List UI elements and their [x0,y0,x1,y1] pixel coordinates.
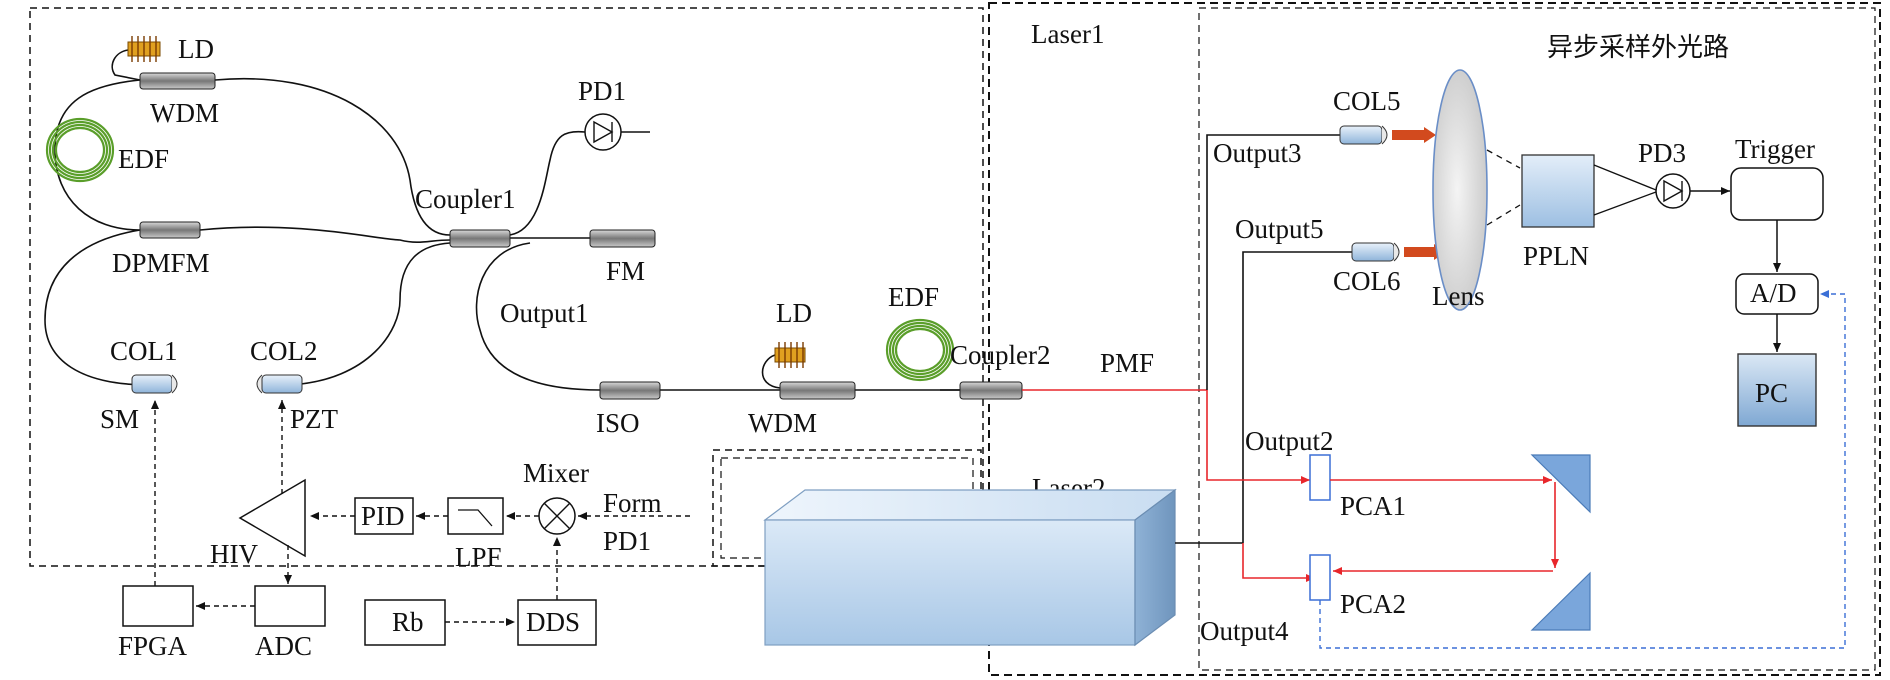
pca1-label: PCA1 [1340,491,1406,521]
laser1-region [29,7,984,567]
pid-box [354,497,414,535]
pca1 [1309,454,1331,501]
sm-label: SM [100,404,139,434]
fm-label: FM [606,256,645,286]
output4-fiber [1242,543,1315,582]
control-arrows [151,400,690,626]
output1-label: Output1 [500,298,589,328]
fpga-label: FPGA [118,631,188,661]
async-region [988,2,1881,676]
output2-fiber [1206,390,1310,484]
col2-label: COL2 [250,336,318,366]
output-beam [1593,164,1657,216]
col6 [1351,242,1446,262]
pid-label: PID [361,501,405,531]
col2 [256,374,303,394]
edf-left-coil [45,117,115,183]
pd3-label: PD3 [1638,138,1686,168]
wdm-mid [779,381,856,400]
ld-top [111,36,161,81]
laser2-block [763,488,1177,647]
form-label: Form [603,488,662,518]
col6-label: COL6 [1333,266,1401,296]
lens-label: Lens [1432,281,1484,311]
mixer-label: Mixer [523,458,589,488]
pmf-label: PMF [1100,348,1154,378]
hiv-label: HIV [210,539,258,569]
ppln-crystal [1521,154,1595,228]
lens [1432,69,1488,311]
fiber-wdm-to-coupler [214,78,451,236]
pc-box [1737,353,1817,427]
ad-label: A/D [1750,278,1797,308]
edf-mid-coil [885,318,955,382]
async-region-inner [1198,7,1876,671]
edf-left-label: EDF [118,144,169,174]
dds-box [517,599,597,646]
dds-label: DDS [526,607,580,637]
col1 [131,374,178,394]
pzt-label: PZT [290,404,339,434]
trigger-label: Trigger [1735,134,1815,164]
fpga-box [122,585,194,627]
dpmfm-label: DPMFM [112,248,210,278]
adc-box [254,585,326,627]
output2-label: Output2 [1245,426,1334,456]
fiber-output1 [475,242,601,391]
col5-label: COL5 [1333,86,1401,116]
fiber-dpmfm-to-coupler [199,226,451,243]
hiv-amplifier [238,478,306,558]
fiber-ld-to-wdm-mid [761,354,781,389]
fiber-coupler-to-pd1 [509,130,586,236]
fm [589,229,656,248]
wdm-top [139,72,216,90]
pca2-to-ad-signal [1319,290,1846,649]
output4-label: Output4 [1200,616,1289,646]
rb-label: Rb [392,607,424,637]
laser1-title: Laser1 [1031,19,1104,49]
coupler1 [449,229,511,248]
ld-mid-label: LD [776,298,812,328]
mixer [538,497,576,535]
iso-label: ISO [596,408,640,438]
lpf-label: LPF [455,542,502,572]
output5-label: Output5 [1235,214,1324,244]
thz-beam [1330,476,1559,575]
async-title: 异步采样外光路 [1547,33,1729,63]
coupler2 [959,381,1023,400]
output5-fiber [1242,251,1352,543]
trigger-box [1730,167,1824,221]
pca2-label: PCA2 [1340,589,1406,619]
fiber-col2-to-coupler [289,242,451,386]
output3-label: Output3 [1213,138,1302,168]
col1-label: COL1 [110,336,178,366]
ld-mid [774,342,806,368]
pca2 [1309,554,1331,601]
ld-top-label: LD [178,34,214,64]
focus-lines [1486,149,1521,226]
output3-fiber [1206,134,1340,390]
ppln-label: PPLN [1523,241,1589,271]
pd1-ref-label: PD1 [603,526,651,556]
edf-mid-label: EDF [888,282,939,312]
pc-label: PC [1755,378,1788,408]
pd1 [584,113,622,151]
mirror-1 [1530,454,1591,514]
rb-box [364,599,446,646]
mirror-2 [1530,571,1591,631]
adc-label: ADC [255,631,312,661]
pd1-label: PD1 [578,76,626,106]
wdm-top-label: WDM [150,98,219,128]
lpf-box [447,497,504,535]
pd3 [1655,173,1691,209]
dpmfm [139,221,201,239]
coupler1-label: Coupler1 [415,184,516,214]
iso [599,381,661,400]
wdm-mid-label: WDM [748,408,817,438]
coupler2-label: Coupler2 [950,340,1051,370]
col5 [1339,125,1436,145]
